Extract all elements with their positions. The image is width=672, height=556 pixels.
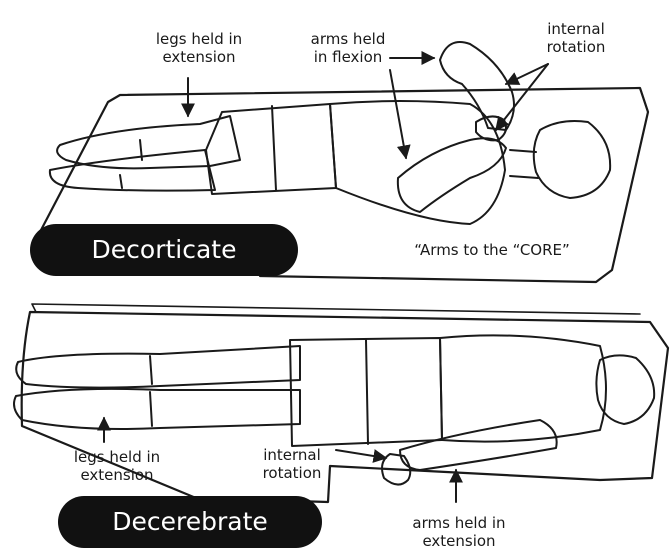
- decerebrate-rotation-label-line1: internal: [250, 446, 334, 464]
- decorticate-head: [534, 121, 610, 198]
- decerebrate-rotation-label: internal rotation: [250, 446, 334, 482]
- decorticate-legs: [57, 116, 240, 168]
- decorticate-rotation-label-line2: rotation: [528, 38, 624, 56]
- decorticate-rotation-label-line1: internal: [528, 20, 624, 38]
- decerebrate-arms-label-line2: extension: [402, 532, 516, 550]
- arrow-decorticate-rotation-b: [496, 64, 548, 130]
- decerebrate-arms-label: arms held in extension: [402, 514, 516, 550]
- decorticate-arm-lower: [398, 138, 506, 212]
- decorticate-legs-label-line2: extension: [140, 48, 258, 66]
- decerebrate-arms-label-line1: arms held in: [402, 514, 516, 532]
- decorticate-title-badge: Decorticate: [30, 224, 298, 276]
- decerebrate-torso: [440, 335, 606, 441]
- decorticate-legs-label: legs held in extension: [140, 30, 258, 66]
- decerebrate-arm: [400, 420, 557, 470]
- decerebrate-title-badge: Decerebrate: [58, 496, 322, 548]
- decerebrate-legs-label: legs held in extension: [58, 448, 176, 484]
- decerebrate-legs-label-line1: legs held in: [58, 448, 176, 466]
- decorticate-arms-label-line1: arms held: [300, 30, 396, 48]
- decerebrate-legs: [16, 346, 300, 388]
- decorticate-arm-upper: [440, 42, 514, 130]
- decerebrate-legs-label-line2: extension: [58, 466, 176, 484]
- decerebrate-rotation-label-line2: rotation: [250, 464, 334, 482]
- decorticate-legs-label-line1: legs held in: [140, 30, 258, 48]
- decorticate-arms-label-line2: in flexion: [300, 48, 396, 66]
- decorticate-rotation-label: internal rotation: [528, 20, 624, 56]
- arrow-decerebrate-rotation: [336, 450, 386, 458]
- decorticate-mnemonic: “Arms to the “CORE”: [394, 241, 590, 259]
- arrow-decorticate-rotation-a: [506, 64, 548, 84]
- arrow-decorticate-arms-flexion-b: [390, 70, 406, 158]
- decorticate-arms-label: arms held in flexion: [300, 30, 396, 66]
